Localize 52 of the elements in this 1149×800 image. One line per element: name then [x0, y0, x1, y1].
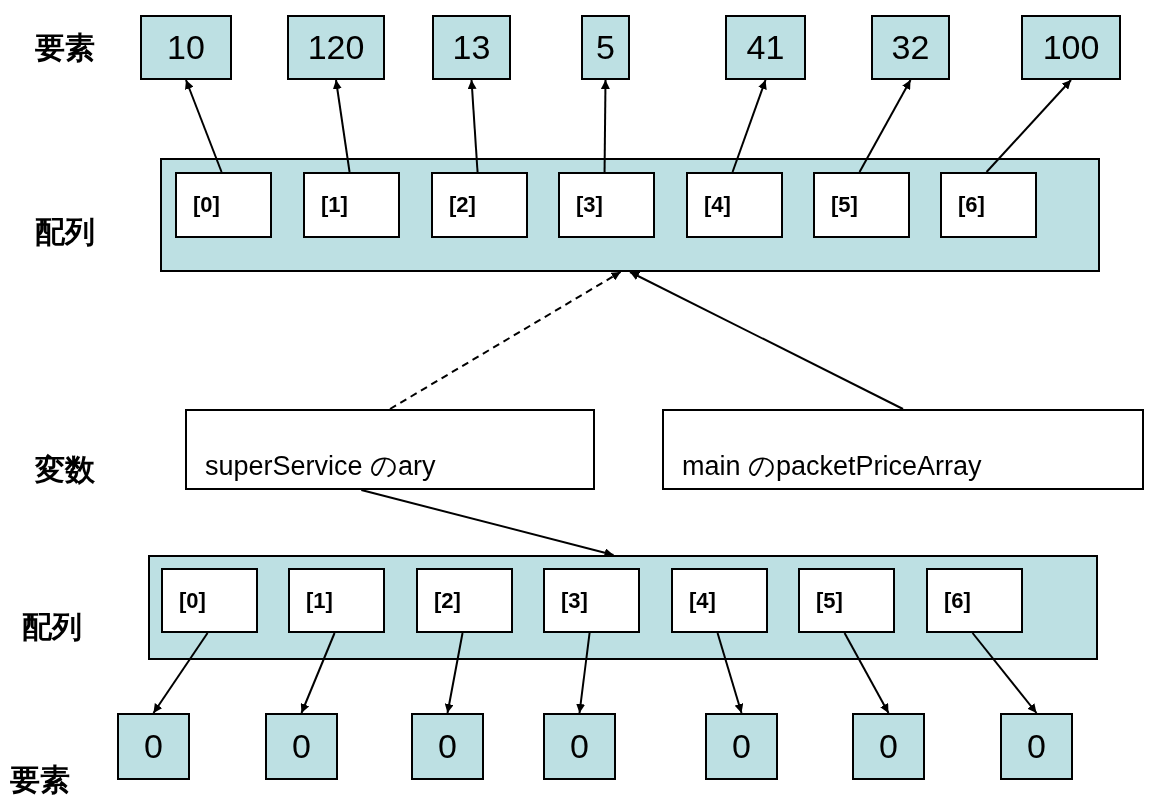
- row-label: 配列: [35, 213, 95, 251]
- arrow: [332, 79, 351, 173]
- array-index-box: [0]: [175, 172, 272, 238]
- element-value-box: 0: [852, 713, 925, 780]
- array-index-box: [0]: [161, 568, 258, 633]
- array-index-box: [3]: [558, 172, 655, 238]
- arrow: [467, 79, 479, 173]
- element-value-box: 0: [117, 713, 190, 780]
- element-value-box: 13: [432, 15, 511, 80]
- element-value-box: 32: [871, 15, 950, 80]
- element-value-box: 5: [581, 15, 630, 80]
- arrow: [716, 632, 744, 714]
- arrow: [985, 79, 1072, 173]
- array-box: [148, 555, 1098, 660]
- arrow: [389, 271, 622, 410]
- element-value-box: 0: [1000, 713, 1073, 780]
- arrow: [600, 79, 610, 173]
- arrow: [185, 79, 223, 173]
- arrow: [843, 632, 890, 714]
- arrow: [971, 632, 1038, 714]
- element-value-box: 0: [411, 713, 484, 780]
- row-label: 変数: [35, 451, 95, 489]
- array-index-box: [6]: [926, 568, 1023, 633]
- element-value-box: 100: [1021, 15, 1121, 80]
- element-value-box: 0: [265, 713, 338, 780]
- array-index-box: [2]: [431, 172, 528, 238]
- array-index-box: [3]: [543, 568, 640, 633]
- element-value-box: 120: [287, 15, 385, 80]
- arrow: [629, 271, 904, 410]
- element-value-box: 0: [705, 713, 778, 780]
- element-value-box: 41: [725, 15, 806, 80]
- element-value-box: 0: [543, 713, 616, 780]
- array-box: [160, 158, 1100, 272]
- arrow: [576, 632, 591, 714]
- arrow: [152, 632, 209, 714]
- array-index-box: [5]: [813, 172, 910, 238]
- arrow: [360, 489, 615, 558]
- array-index-box: [4]: [671, 568, 768, 633]
- arrow: [300, 632, 336, 714]
- row-label: 要素: [35, 29, 95, 67]
- variable-box: superService のary: [185, 409, 595, 490]
- element-value-box: 10: [140, 15, 232, 80]
- array-index-box: [1]: [288, 568, 385, 633]
- array-index-box: [5]: [798, 568, 895, 633]
- row-label: 配列: [22, 608, 82, 646]
- arrow: [444, 632, 464, 714]
- array-index-box: [6]: [940, 172, 1037, 238]
- row-label: 要素: [10, 761, 70, 799]
- array-index-box: [4]: [686, 172, 783, 238]
- array-index-box: [1]: [303, 172, 400, 238]
- variable-box: main のpacketPriceArray: [662, 409, 1144, 490]
- array-index-box: [2]: [416, 568, 513, 633]
